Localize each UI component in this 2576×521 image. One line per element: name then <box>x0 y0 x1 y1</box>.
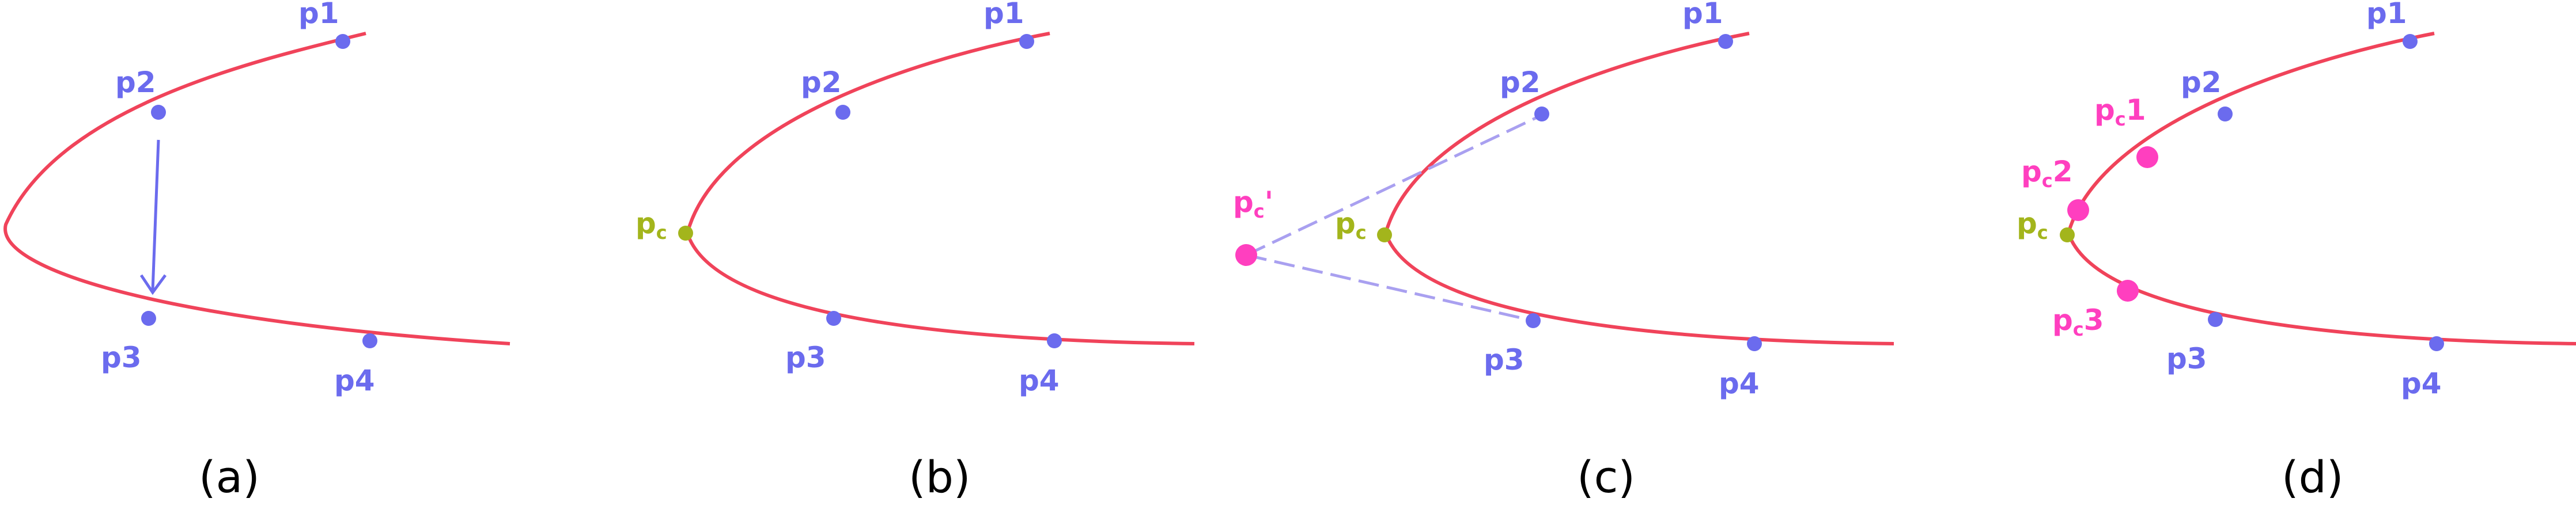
point-pc3 <box>2117 280 2139 302</box>
point-p4 <box>2429 336 2444 351</box>
point-p3 <box>1526 313 1541 328</box>
caption-c: (c) <box>1577 451 1635 503</box>
point-p1 <box>1019 34 1034 49</box>
curve-b <box>685 32 1195 345</box>
panel-a: p1 p2 p3 p4 (a) <box>3 0 510 503</box>
label-p3: p3 <box>101 341 142 374</box>
point-p1 <box>335 34 350 49</box>
point-pc <box>678 226 693 241</box>
point-p2 <box>151 105 166 120</box>
label-pc3: pc3 <box>2052 303 2104 340</box>
point-pc-prime <box>1235 244 1257 266</box>
label-p2: p2 <box>115 66 156 99</box>
label-p4: p4 <box>334 364 375 397</box>
label-p3: p3 <box>785 341 826 374</box>
label-p2: p2 <box>2181 66 2222 99</box>
point-pc <box>1377 227 1392 242</box>
point-p4 <box>1747 336 1762 351</box>
point-p3 <box>826 311 841 326</box>
point-pc1 <box>2136 146 2158 168</box>
point-p2 <box>835 105 850 120</box>
caption-b: (b) <box>909 451 971 503</box>
caption-a: (a) <box>199 451 260 503</box>
label-pc: pc <box>636 207 667 244</box>
curve-a <box>3 32 510 345</box>
label-p1: p1 <box>2366 0 2407 30</box>
arrow-shaft <box>151 139 160 291</box>
label-pc: pc <box>1335 207 1367 244</box>
point-pc <box>2060 227 2075 242</box>
label-p3: p3 <box>1484 343 1525 377</box>
label-p4: p4 <box>1719 367 1760 400</box>
label-p4: p4 <box>1019 364 1060 397</box>
point-p2 <box>1534 107 1549 121</box>
point-p1 <box>2403 34 2418 49</box>
label-p4: p4 <box>2401 367 2442 400</box>
dashed-line-upper <box>1245 113 1543 257</box>
label-pc1: pc1 <box>2094 93 2146 130</box>
point-p3 <box>2208 312 2223 327</box>
label-p3: p3 <box>2166 342 2207 375</box>
point-p3 <box>141 311 156 326</box>
panel-c: p1 p2 pc pc' p3 p4 (c) <box>1233 0 1894 503</box>
label-p1: p1 <box>1682 0 1723 30</box>
label-p2: p2 <box>801 66 842 99</box>
point-p2 <box>2218 107 2233 121</box>
point-p4 <box>1047 333 1062 348</box>
dashed-line-lower <box>1246 253 1534 322</box>
curve-d <box>2066 32 2576 345</box>
point-p4 <box>362 333 377 348</box>
label-pc: pc <box>2017 207 2048 244</box>
label-p1: p1 <box>298 0 339 30</box>
panel-d: p1 p2 pc1 pc2 pc pc3 p3 p4 (d) <box>2017 0 2576 503</box>
label-pc-prime: pc' <box>1233 185 1273 222</box>
point-pc2 <box>2067 199 2089 221</box>
arrow-head <box>139 274 167 295</box>
label-p2: p2 <box>1500 66 1541 99</box>
caption-d: (d) <box>2282 451 2344 503</box>
curve-c <box>1383 32 1894 345</box>
label-pc2: pc2 <box>2021 155 2073 192</box>
point-p1 <box>1718 34 1733 49</box>
label-p1: p1 <box>984 0 1024 30</box>
panel-b: p1 p2 pc p3 p4 (b) <box>636 0 1195 503</box>
